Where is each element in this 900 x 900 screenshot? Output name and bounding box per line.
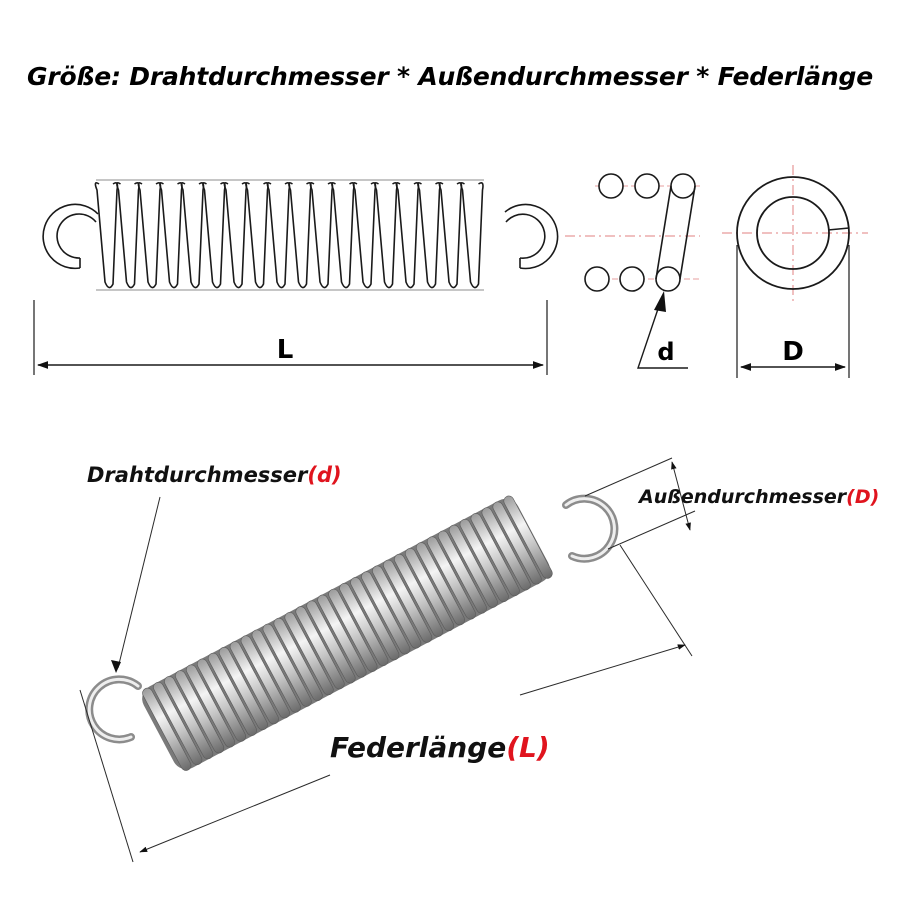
coil-turn [339, 583, 389, 667]
coil-turn [175, 670, 225, 754]
spring-photo-icon [85, 494, 619, 771]
length-callout-symbol: (L) [506, 731, 549, 764]
coil-turn [394, 553, 444, 637]
wire-diameter-label: d [657, 338, 674, 366]
coil-turn [288, 182, 312, 289]
coil-section-icon: d [565, 173, 700, 369]
wire-callout-symbol: (d) [307, 463, 341, 487]
coil-turn [481, 507, 531, 591]
coil-turn [415, 542, 466, 626]
coil-turn [164, 676, 214, 760]
coil-turn [266, 182, 291, 289]
outer-diameter-label: D [782, 337, 804, 367]
coil-turn [153, 681, 203, 765]
coil-turn [426, 536, 476, 620]
length-callout: Federlänge(L) [79, 544, 693, 863]
coil-turn [331, 182, 355, 289]
wire-callout: Drahtdurchmesser(d) [87, 463, 342, 673]
coil-turn [116, 182, 140, 289]
coil-turn [94, 182, 119, 289]
coil-turn [240, 635, 290, 719]
coil-turn [317, 594, 367, 678]
coil-turn [374, 182, 398, 289]
svg-text:Außendurchmesser(D): Außendurchmesser(D) [637, 486, 879, 508]
coil-turn [395, 182, 420, 289]
length-label: L [277, 335, 294, 365]
coil-turn [218, 647, 268, 731]
coil-turn [306, 600, 356, 684]
svg-text:Drahtdurchmesser(d): Drahtdurchmesser(d) [87, 463, 342, 487]
outer-callout-symbol: (D) [846, 486, 879, 508]
page-title: Größe: Drahtdurchmesser * Außendurchmess… [27, 62, 873, 91]
coil-turn [245, 182, 269, 289]
coil-turn [284, 612, 334, 696]
coil-turn [459, 518, 509, 602]
coil-turn [251, 629, 301, 713]
outer-callout: Außendurchmesser(D) [584, 457, 879, 550]
coil-turn [372, 565, 422, 649]
coil-turn [137, 182, 162, 289]
coil-turn [417, 182, 441, 289]
coil-turn [404, 548, 455, 632]
length-dimension: L [33, 300, 548, 375]
coil-turn [383, 559, 433, 643]
svg-text:Federlänge(L): Federlänge(L) [330, 731, 550, 764]
coil-turn [295, 606, 345, 690]
coil-turn [448, 524, 498, 608]
coil-turn [180, 182, 205, 289]
coil-turn [503, 495, 553, 579]
coil-turn [309, 182, 334, 289]
coil-turn [273, 617, 323, 701]
coil-turn [202, 182, 226, 289]
coil-turn [437, 530, 487, 614]
outer-callout-label: Außendurchmesser [637, 486, 848, 508]
coil-turn [361, 571, 411, 655]
coil-turn [492, 501, 542, 585]
coil-turn [223, 182, 248, 289]
coil-turn [186, 664, 236, 748]
coil-turn [438, 182, 463, 289]
coil-turn [159, 182, 183, 289]
ring-section-icon: D [722, 165, 868, 378]
coil-turn [328, 588, 378, 672]
coil-turn [460, 182, 484, 289]
coil-turn [352, 182, 377, 289]
coil-turn [229, 641, 279, 725]
spring-schematic-icon [42, 179, 559, 291]
coil-turn [207, 652, 258, 736]
wire-callout-label: Drahtdurchmesser [87, 463, 309, 487]
coil-turn [142, 687, 192, 771]
coil-turn [470, 513, 520, 597]
coil-turn [262, 623, 312, 707]
length-callout-label: Federlänge [330, 731, 506, 764]
coil-turn [350, 577, 400, 661]
coil-turn [196, 658, 247, 742]
